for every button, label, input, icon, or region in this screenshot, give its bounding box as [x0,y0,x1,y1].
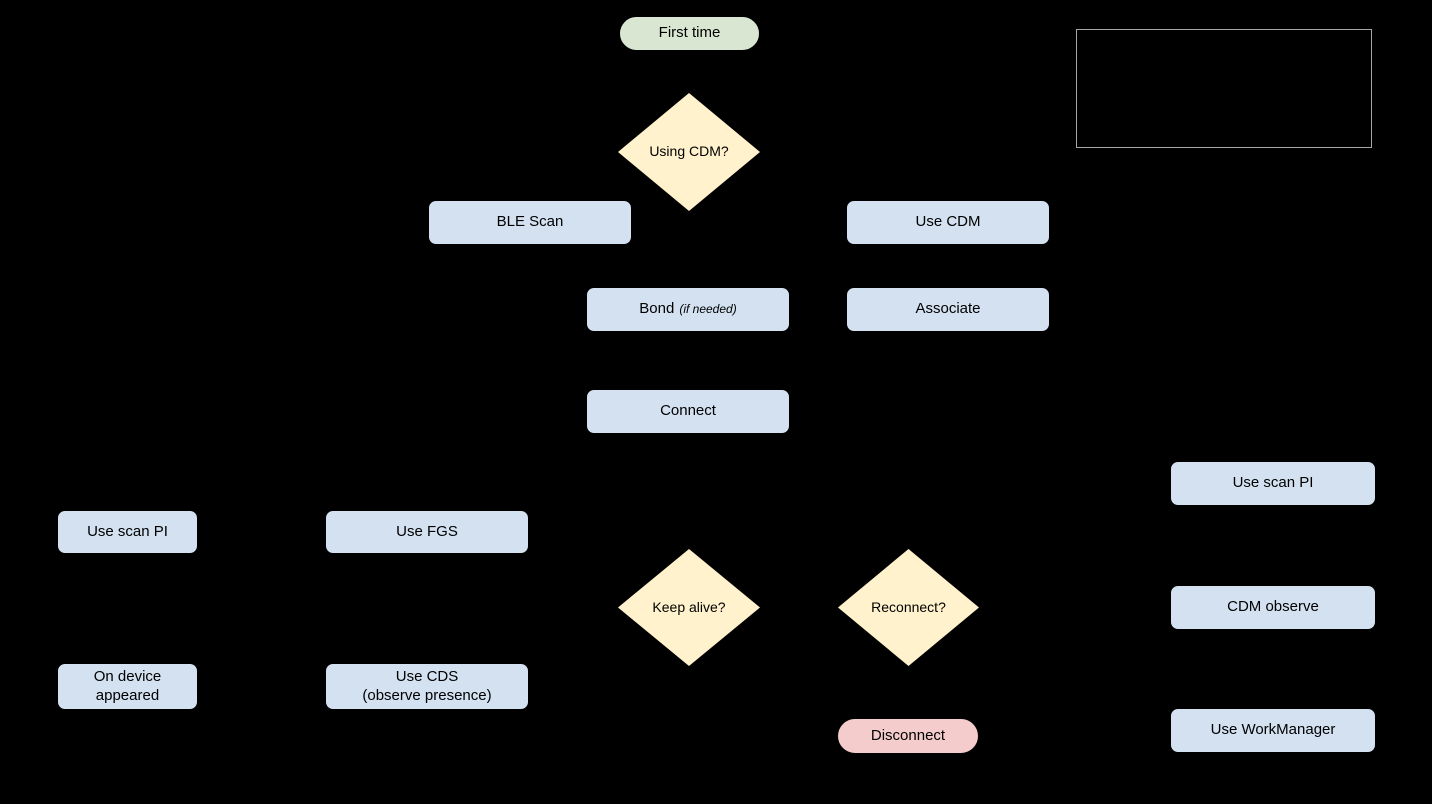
process-bond-label: Bond [639,300,675,318]
process-use-scan-pi-right-label: Use scan PI [1232,474,1314,492]
decision-keep-alive: Keep alive? [618,549,760,666]
process-use-workmanager: Use WorkManager [1170,708,1376,753]
process-use-cds-label: Use CDS (observe presence) [362,667,492,704]
start-node-label: First time [658,24,721,42]
process-on-device-appeared: On device appeared [57,663,198,710]
process-ble-scan: BLE Scan [428,200,632,245]
decision-using-cdm-label: Using CDM? [649,143,729,160]
end-node-disconnect: Disconnect [837,718,979,754]
process-use-fgs-label: Use FGS [396,522,458,540]
process-associate-label: Associate [915,300,981,318]
process-use-cds: Use CDS (observe presence) [325,663,529,710]
end-node-disconnect-label: Disconnect [870,726,946,744]
process-on-device-appeared-label: On device appeared [93,667,162,704]
process-bond-note: (if needed) [679,302,737,317]
process-cdm-observe: CDM observe [1170,585,1376,630]
process-connect: Connect [586,389,790,434]
decision-keep-alive-label: Keep alive? [652,598,726,615]
process-bond: Bond (if needed) [586,287,790,332]
process-cdm-observe-label: CDM observe [1227,598,1319,616]
process-use-cdm-label: Use CDM [915,213,981,231]
process-use-scan-pi-left-label: Use scan PI [87,522,168,540]
process-bond-label-line: Bond (if needed) [639,300,736,319]
process-use-cdm: Use CDM [846,200,1050,245]
process-use-scan-pi-right: Use scan PI [1170,461,1376,506]
process-associate: Associate [846,287,1050,332]
process-ble-scan-label: BLE Scan [496,213,564,231]
legend-box [1076,29,1372,148]
decision-using-cdm: Using CDM? [618,93,760,211]
decision-reconnect-label: Reconnect? [871,598,946,615]
process-use-scan-pi-left: Use scan PI [57,510,198,554]
process-use-fgs: Use FGS [325,510,529,554]
process-connect-label: Connect [660,402,716,420]
decision-reconnect: Reconnect? [838,549,979,666]
process-use-workmanager-label: Use WorkManager [1210,721,1336,739]
start-node-first-time: First time [619,16,760,51]
